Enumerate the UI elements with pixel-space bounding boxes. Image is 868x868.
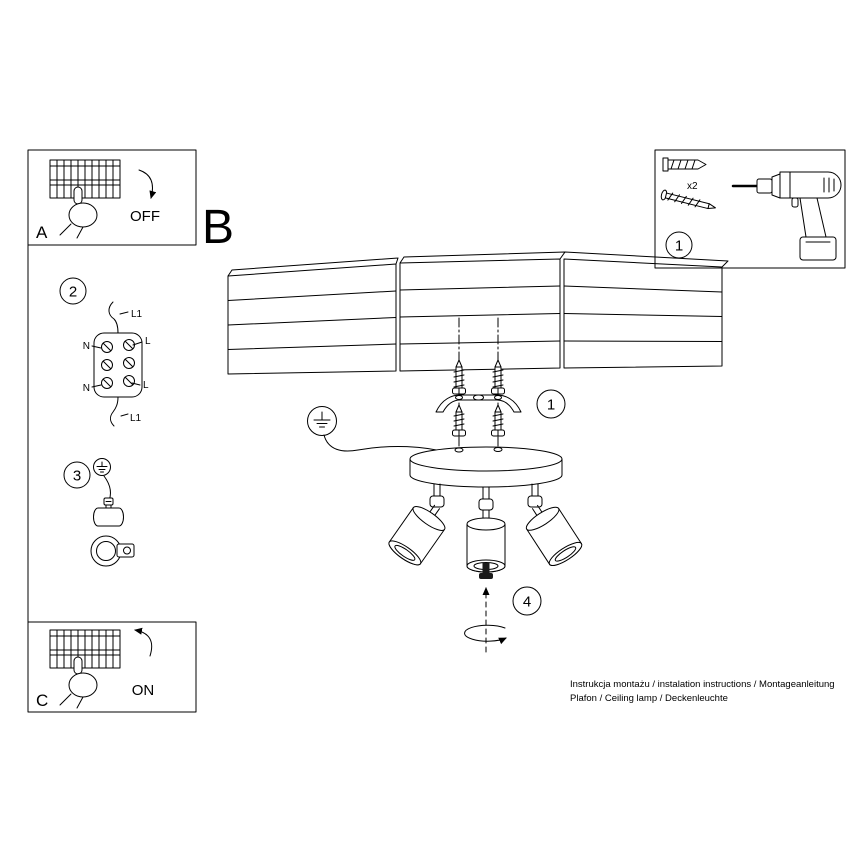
footer-line-2: Plafon / Ceiling lamp / Deckenleuchte bbox=[570, 693, 728, 704]
step-3-callout: 3 bbox=[63, 461, 91, 489]
step-3-number: 3 bbox=[73, 468, 81, 485]
panel-a-state: OFF bbox=[130, 208, 160, 225]
earth-clamp-detail bbox=[90, 497, 135, 567]
step-1-callout: 1 bbox=[536, 389, 566, 419]
wire-top bbox=[108, 301, 119, 334]
screw-icon bbox=[660, 189, 716, 210]
label-live-top: L bbox=[145, 336, 151, 347]
drill-icon bbox=[731, 171, 842, 261]
mounting-bracket bbox=[435, 394, 522, 413]
step-2-number: 2 bbox=[69, 284, 77, 301]
footer-line-1: Instrukcja montażu / instalation instruc… bbox=[570, 679, 835, 690]
label-neutral-bottom: N bbox=[83, 383, 90, 394]
mounting-screw-right bbox=[491, 359, 505, 395]
wire-bottom bbox=[110, 396, 119, 427]
ceiling-panel bbox=[227, 251, 729, 375]
panel-c-state: ON bbox=[132, 682, 155, 699]
terminal-label-ticks bbox=[91, 341, 143, 388]
canopy-screw-left bbox=[452, 404, 466, 437]
step-2-callout: 2 bbox=[59, 277, 87, 305]
switch-on-arrow-icon bbox=[134, 627, 153, 657]
label-l1-bottom: L1 bbox=[130, 413, 142, 424]
label-live-bottom: L bbox=[143, 380, 149, 391]
canopy-screw-right bbox=[491, 404, 505, 437]
mounting-screw-left bbox=[452, 359, 466, 395]
panel-c-letter: C bbox=[36, 691, 48, 710]
spotlight-right bbox=[525, 504, 583, 566]
step-4-callout: 4 bbox=[512, 586, 542, 616]
earthing-symbol bbox=[307, 406, 337, 436]
adjustment-screw bbox=[479, 563, 493, 579]
panel-a-frame bbox=[27, 149, 197, 246]
tools-box: x2 1 bbox=[654, 149, 846, 269]
tools-frame bbox=[654, 149, 846, 269]
ceiling-canopy bbox=[409, 446, 563, 488]
spotlight-center bbox=[466, 509, 506, 573]
step-4-number: 4 bbox=[523, 594, 531, 611]
spotlight-left bbox=[388, 504, 446, 566]
mini-earth-icon bbox=[93, 458, 111, 476]
wall-anchor-icon bbox=[662, 157, 707, 172]
spot-joints bbox=[429, 483, 543, 511]
step-1-tools-number: 1 bbox=[675, 238, 683, 255]
wire-top-tick bbox=[119, 311, 129, 315]
step-1-number: 1 bbox=[547, 397, 555, 414]
panel-power-off: OFF A bbox=[27, 149, 197, 246]
panel-c-frame bbox=[27, 621, 197, 713]
anchor-count-label: x2 bbox=[687, 181, 698, 192]
wire-bottom-tick bbox=[120, 413, 129, 417]
label-neutral-top: N bbox=[83, 341, 90, 352]
terminal-block bbox=[93, 332, 143, 398]
circuit-breaker-icon bbox=[49, 159, 121, 239]
circuit-breaker-icon bbox=[49, 629, 121, 709]
panel-power-on: ON C bbox=[27, 621, 197, 713]
earthing-step: 3 bbox=[63, 458, 135, 567]
switch-off-arrow-icon bbox=[138, 169, 157, 199]
earth-wire bbox=[323, 434, 451, 454]
panel-a-letter: A bbox=[36, 223, 48, 242]
section-label: B bbox=[202, 201, 234, 254]
wiring-step: 2 L1 N L N L L1 bbox=[59, 277, 151, 427]
step-1-tools-badge: 1 bbox=[665, 231, 693, 259]
label-l1-top: L1 bbox=[131, 309, 143, 320]
rotation-arrow bbox=[464, 624, 507, 645]
